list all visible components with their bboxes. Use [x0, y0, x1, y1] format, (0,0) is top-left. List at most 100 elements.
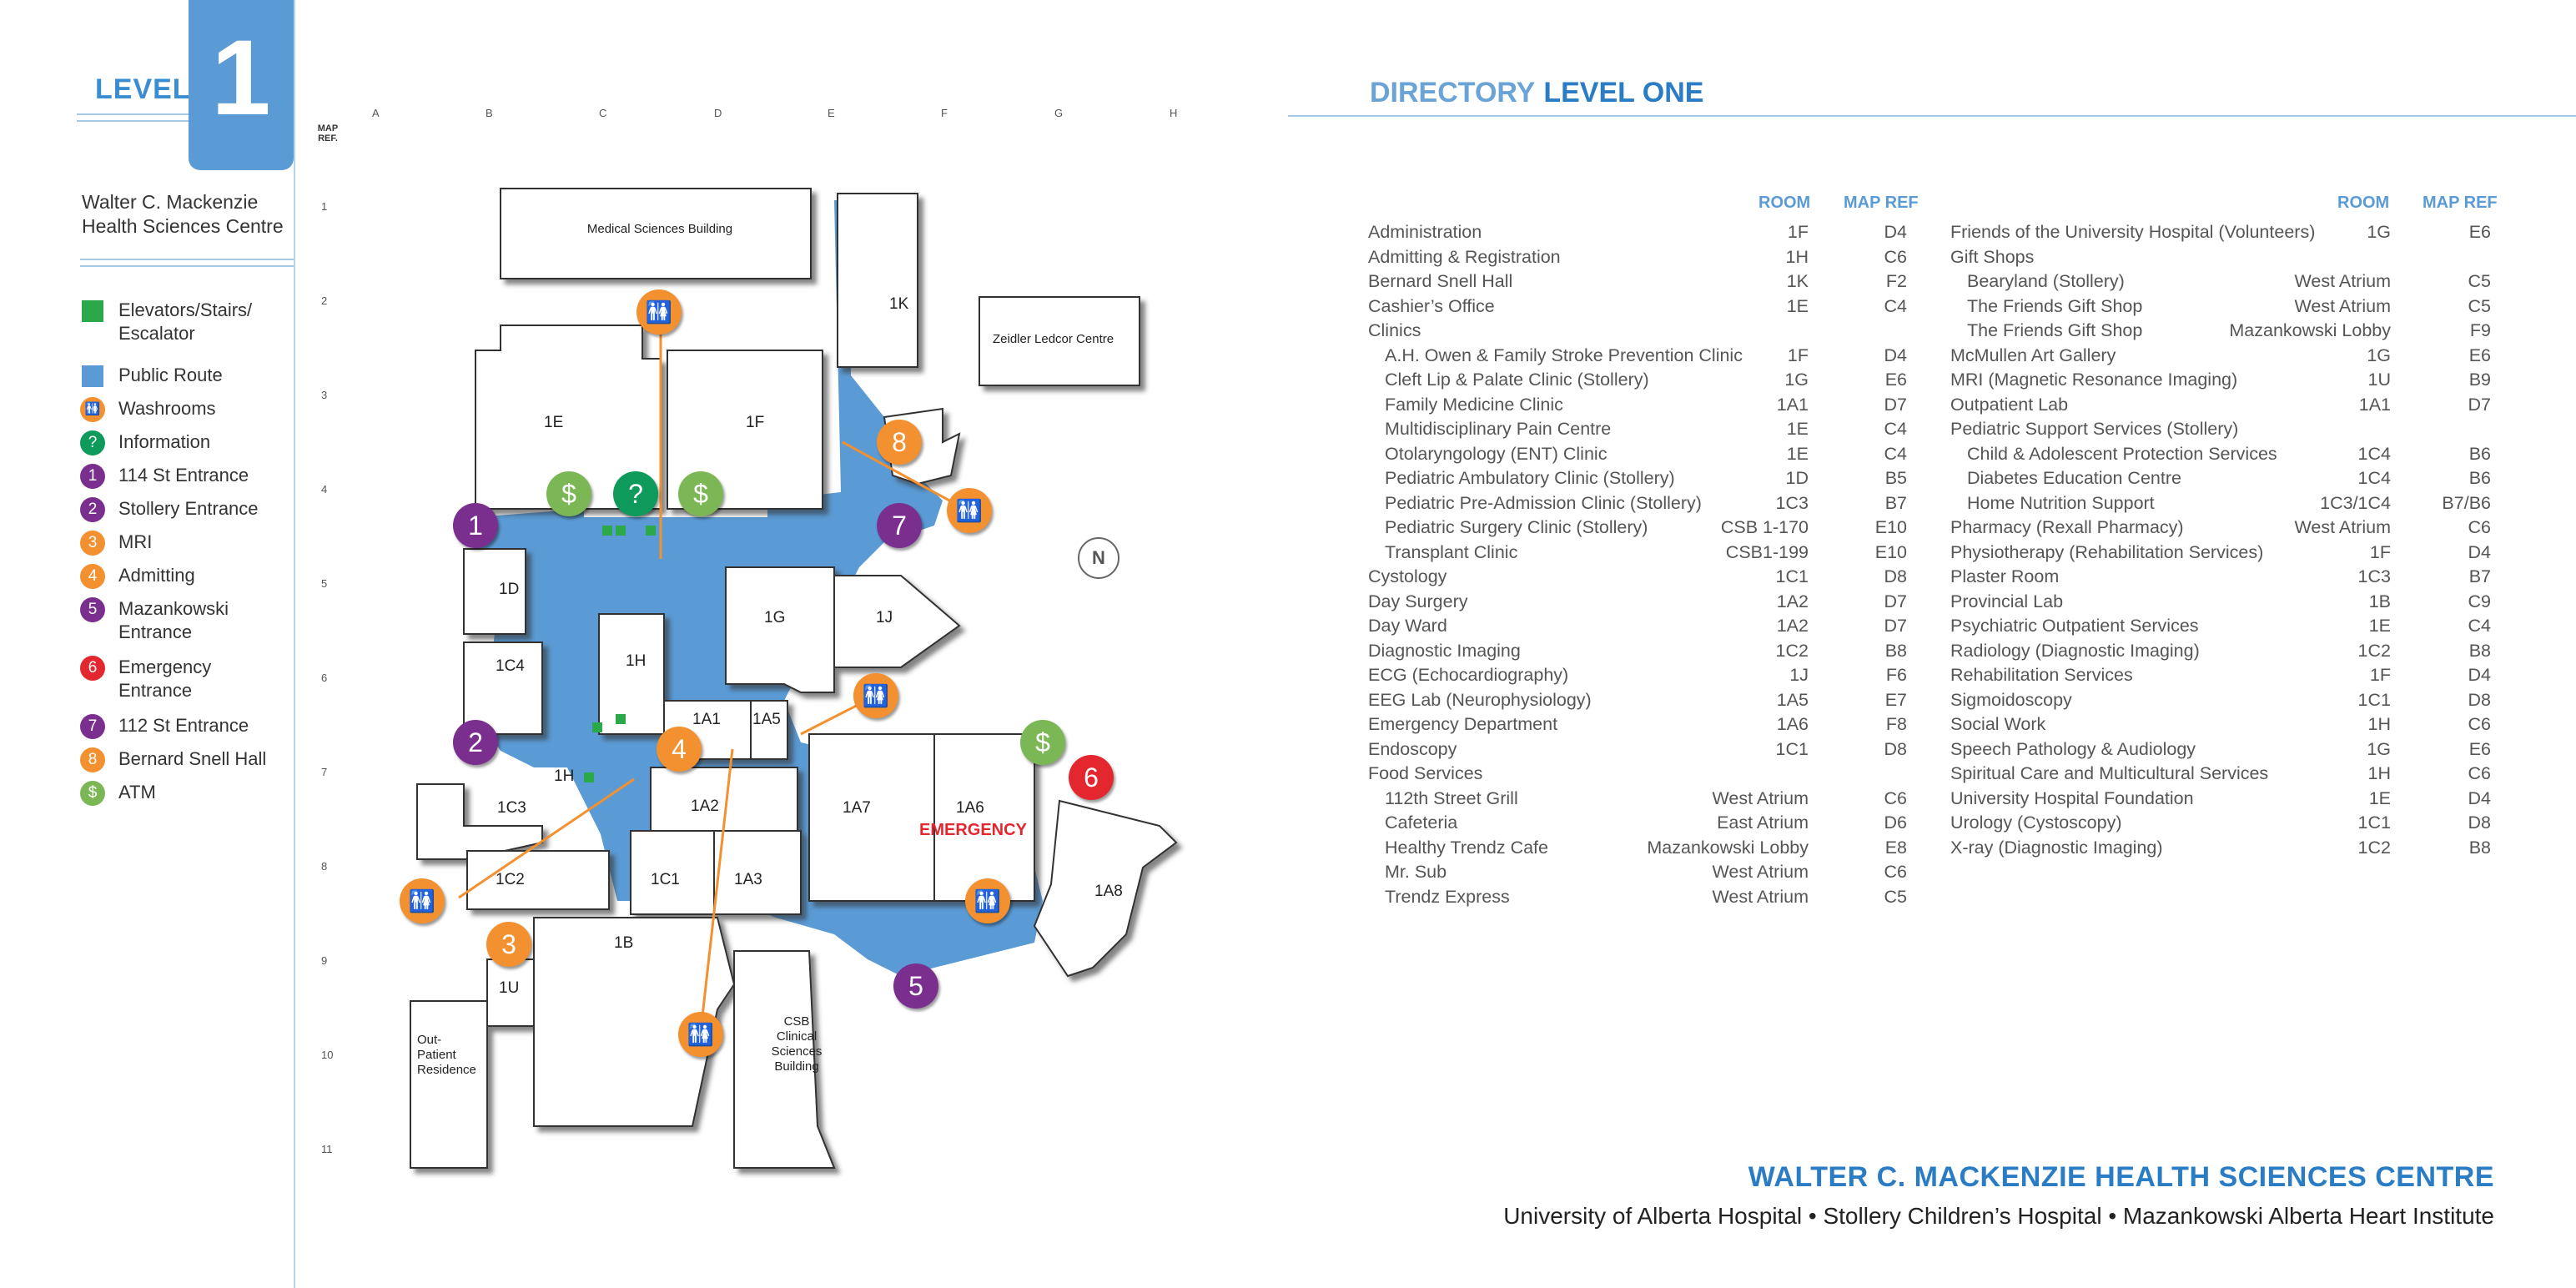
grid-row-label: 4	[321, 483, 328, 496]
map-building-label: 1A2	[691, 797, 719, 815]
directory-entry-room: 1C1	[2357, 813, 2391, 833]
washroom-icon: 🚻	[947, 488, 992, 533]
map-building-label: 1U	[499, 979, 520, 997]
directory-entry-room: CSB1-199	[1725, 541, 1809, 562]
bldg-1E	[475, 325, 662, 510]
marker-icon: 2	[80, 497, 105, 522]
directory-entry-name: Urology (Cystoscopy)	[1950, 813, 2122, 833]
map-building-label: 1B	[614, 934, 634, 952]
legend-label: Elevators/Stairs/ Escalator	[118, 299, 253, 344]
map-building-label: 1A8	[1094, 883, 1123, 900]
directory-entry-map-ref: C4	[2468, 616, 2491, 636]
level-word: LEVEL	[95, 73, 191, 105]
legend-label: Admitting	[118, 565, 195, 586]
atm-icon: $	[80, 781, 105, 806]
directory-entry-name: Emergency Department	[1368, 714, 1558, 734]
map-building-label: 1D	[499, 581, 520, 598]
legend-label: Information	[118, 431, 211, 452]
directory-entry-name: Clinics	[1368, 320, 1421, 340]
directory-entry-map-ref: E10	[1874, 517, 1907, 537]
directory-entry-name: MRI (Magnetic Resonance Imaging)	[1950, 370, 2238, 390]
legend-symbol: 5	[80, 597, 105, 622]
bldg-medical-sciences	[500, 188, 812, 279]
directory-entry-name: Speech Pathology & Audiology	[1950, 738, 2196, 759]
directory-entry-name: Endoscopy	[1368, 738, 1457, 759]
directory-entry-map-ref: B6	[2468, 468, 2491, 488]
directory-entry-map-ref: F8	[1885, 714, 1907, 734]
directory-rule	[1288, 115, 2576, 117]
directory-entry-map-ref: D4	[2468, 665, 2491, 685]
stollery-entrance-marker: 2	[453, 720, 498, 765]
map-building-label: 1A5	[752, 711, 781, 728]
directory-entry-room: CSB 1-170	[1720, 517, 1809, 537]
bldg-1K	[837, 193, 918, 368]
directory-entry-map-ref: B7	[2468, 566, 2491, 586]
directory-title-bold: LEVEL ONE	[1543, 77, 1704, 108]
legend-label: Emergency Entrance	[118, 657, 212, 701]
footer-subtitle: University of Alberta Hospital • Stoller…	[1503, 1203, 2494, 1229]
legend-symbol: 4	[80, 564, 105, 589]
directory-entry-room: 1H	[2367, 763, 2391, 783]
directory-row: Spiritual Care and Multicultural Service…	[1950, 763, 2491, 787]
emergency-label: EMERGENCY	[919, 821, 1027, 839]
directory-entry-name: University Hospital Foundation	[1950, 787, 2194, 808]
directory-entry-room: 1D	[1785, 468, 1809, 488]
legend-symbol	[80, 299, 105, 324]
legend-item: 🚻Washrooms	[80, 397, 277, 422]
directory-entry-map-ref: C6	[2468, 714, 2491, 734]
directory-entry-map-ref: E6	[2468, 222, 2491, 242]
directory-entry-map-ref: D8	[2468, 689, 2491, 710]
directory-entry-room: Mazankowski Lobby	[2229, 320, 2391, 340]
map-building-label: 1H	[554, 767, 575, 785]
directory-entry-name: Pediatric Ambulatory Clinic (Stollery)	[1385, 468, 1675, 488]
directory-entry-name: Friends of the University Hospital (Volu…	[1950, 222, 2316, 242]
directory-entry-map-ref: D4	[2468, 541, 2491, 562]
legend-label: Public Route	[118, 365, 223, 385]
bldg-1C3	[416, 783, 543, 860]
map-building-label: 1A1	[692, 711, 721, 728]
legend-top-line-2	[80, 265, 294, 267]
footer-title: WALTER C. MACKENZIE HEALTH SCIENCES CENT…	[1748, 1161, 2494, 1193]
directory-entry-room: 1E	[1786, 419, 1809, 439]
directory-entry-name: Multidisciplinary Pain Centre	[1385, 419, 1612, 439]
directory-entry-name: The Friends Gift Shop	[1967, 320, 2143, 340]
directory-entry-room: 1C3	[2357, 566, 2391, 586]
directory-entry-room: 1F	[1787, 345, 1809, 365]
bldg-1A5	[750, 700, 788, 760]
directory-entry-map-ref: D8	[1884, 566, 1907, 586]
grid-row-label: 6	[321, 672, 328, 684]
directory-entry-name: Pharmacy (Rexall Pharmacy)	[1950, 517, 2184, 537]
directory-entry-name: Pediatric Support Services (Stollery)	[1950, 419, 2239, 439]
atm-icon: $	[546, 471, 591, 516]
legend-symbol	[80, 364, 105, 389]
grid-row-label: 10	[321, 1049, 334, 1061]
grid-column-label: A	[372, 107, 380, 119]
legend-label: Bernard Snell Hall	[118, 748, 267, 769]
map-building-label: 1H	[626, 652, 647, 670]
directory-entry-name: Administration	[1368, 222, 1482, 242]
directory-entry-room: 1F	[2369, 541, 2391, 562]
grid-column-label: E	[828, 107, 835, 119]
directory-entry-room: 1C1	[2357, 689, 2391, 710]
directory-entry-map-ref: E7	[1884, 689, 1907, 710]
grid-column-label: F	[941, 107, 948, 119]
directory-entry-room: 1G	[2367, 222, 2391, 242]
information-icon: ?	[613, 471, 658, 516]
directory-entry-map-ref: C5	[2468, 295, 2491, 316]
marker-icon: 4	[80, 564, 105, 589]
col-room-right: ROOM	[2337, 194, 2390, 212]
directory-entry-map-ref: C4	[1884, 295, 1907, 316]
directory-entry-name: Healthy Trendz Cafe	[1385, 837, 1548, 858]
bldg-1D	[463, 548, 526, 635]
directory-entry-map-ref: F2	[1885, 271, 1907, 291]
map-building-label: CSB Clinical Sciences Building	[771, 1014, 823, 1074]
directory-entry-room: 1C3	[1775, 492, 1809, 513]
